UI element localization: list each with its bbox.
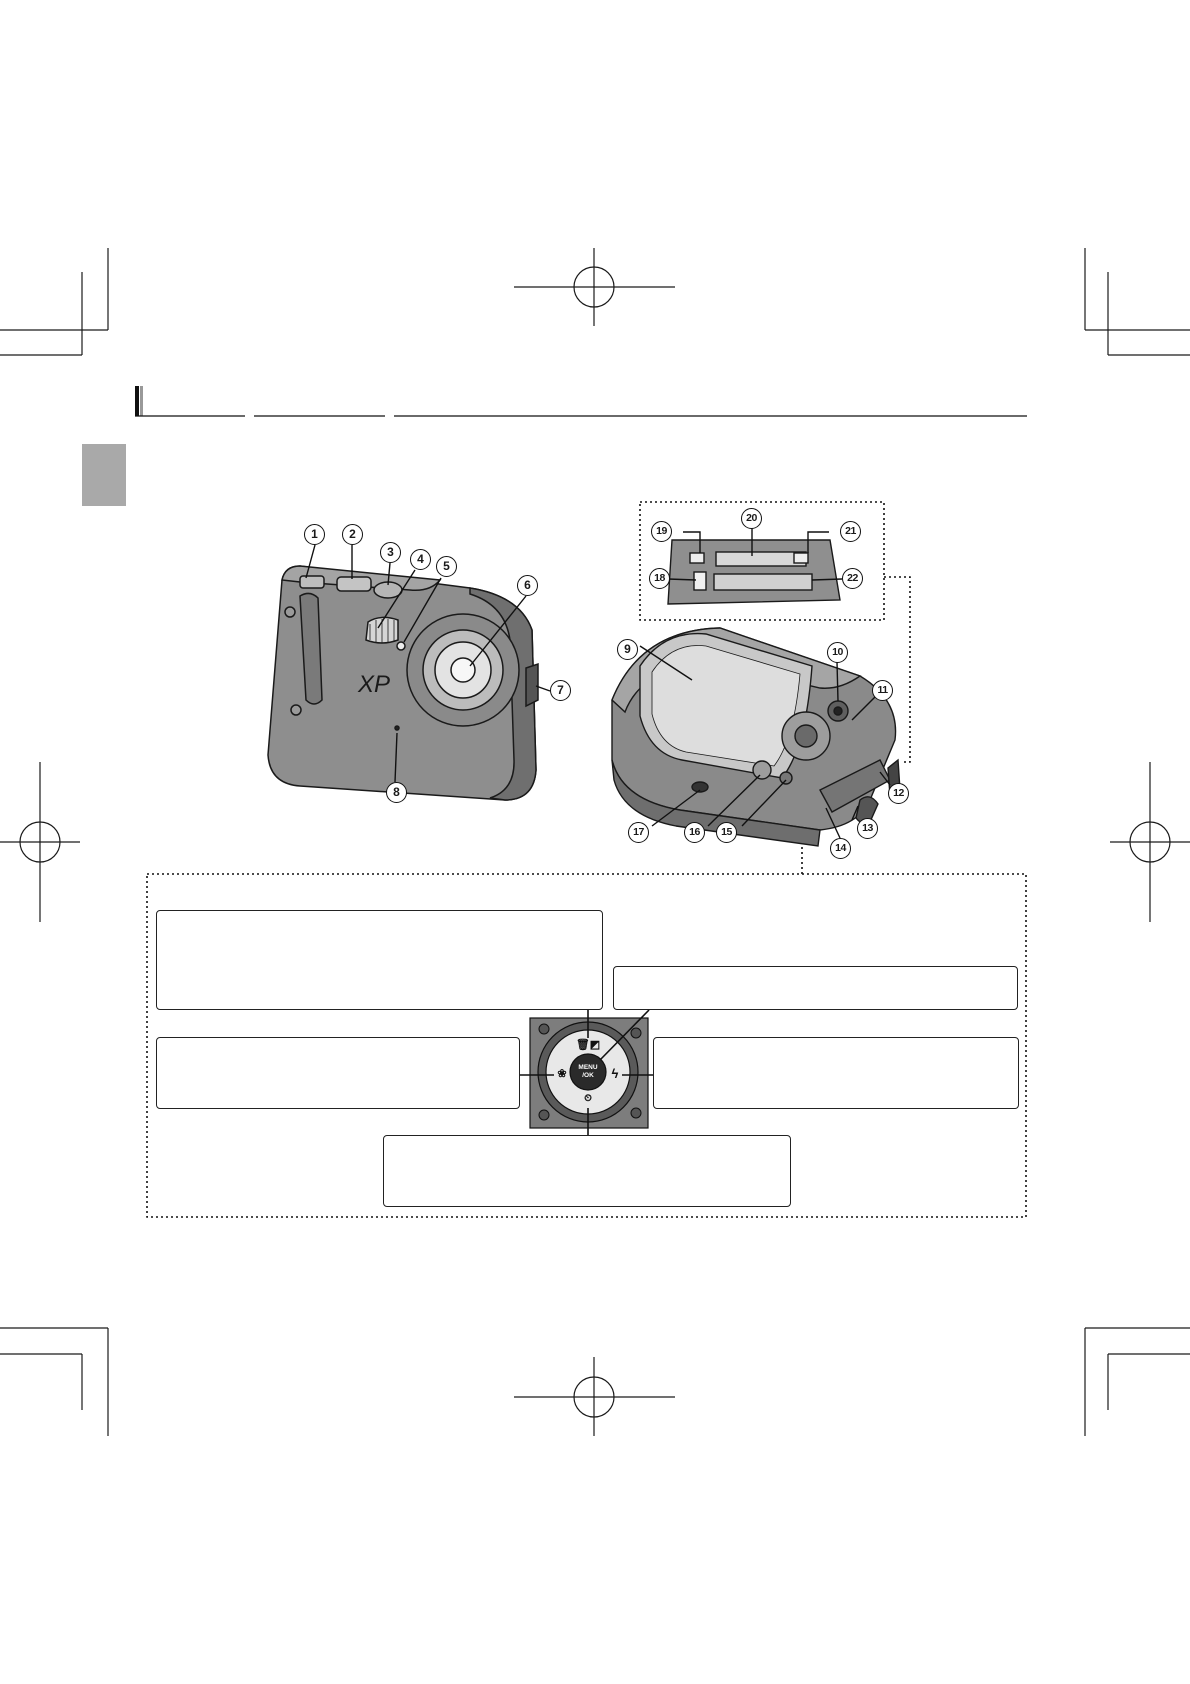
callout-1: 1 [304,524,325,545]
callout-3: 3 [380,542,401,563]
callout-7: 7 [550,680,571,701]
camera-logo: XP [357,671,390,698]
callout-8: 8 [386,782,407,803]
callout-21: 21 [840,521,861,542]
callout-20: 20 [741,508,762,529]
callout-10: 10 [827,642,848,663]
callout-17: 17 [628,822,649,843]
callout-16: 16 [684,822,705,843]
selector-down-description-box [383,1135,791,1207]
section-tab [82,444,126,506]
callout-19: 19 [651,521,672,542]
callout-6: 6 [517,575,538,596]
menu-ok-button[interactable]: MENU /OK [570,1064,606,1080]
callout-18: 18 [649,568,670,589]
callout-15: 15 [716,822,737,843]
selector-right-description-box [653,1037,1019,1109]
registration-mark-icon [0,248,1190,1436]
self-timer-icon[interactable]: ⏲ [584,1093,592,1104]
callout-12: 12 [888,783,909,804]
menu-ok-description-box [613,966,1018,1010]
callout-9: 9 [617,639,638,660]
selector-up-description-box [156,910,603,1010]
macro-icon[interactable]: ❀ [557,1068,567,1080]
flash-icon[interactable]: ϟ [611,1066,619,1081]
callout-2: 2 [342,524,363,545]
callout-22: 22 [842,568,863,589]
callout-13: 13 [857,818,878,839]
menu-ok-label-line2: /OK [582,1072,594,1079]
callout-11: 11 [872,680,893,701]
trash-icon[interactable]: 🗑◩ [575,1039,601,1051]
menu-ok-label-line1: MENU [578,1064,598,1071]
callout-5: 5 [436,556,457,577]
selector-left-description-box [156,1037,520,1109]
callout-14: 14 [830,838,851,859]
callout-4: 4 [410,549,431,570]
